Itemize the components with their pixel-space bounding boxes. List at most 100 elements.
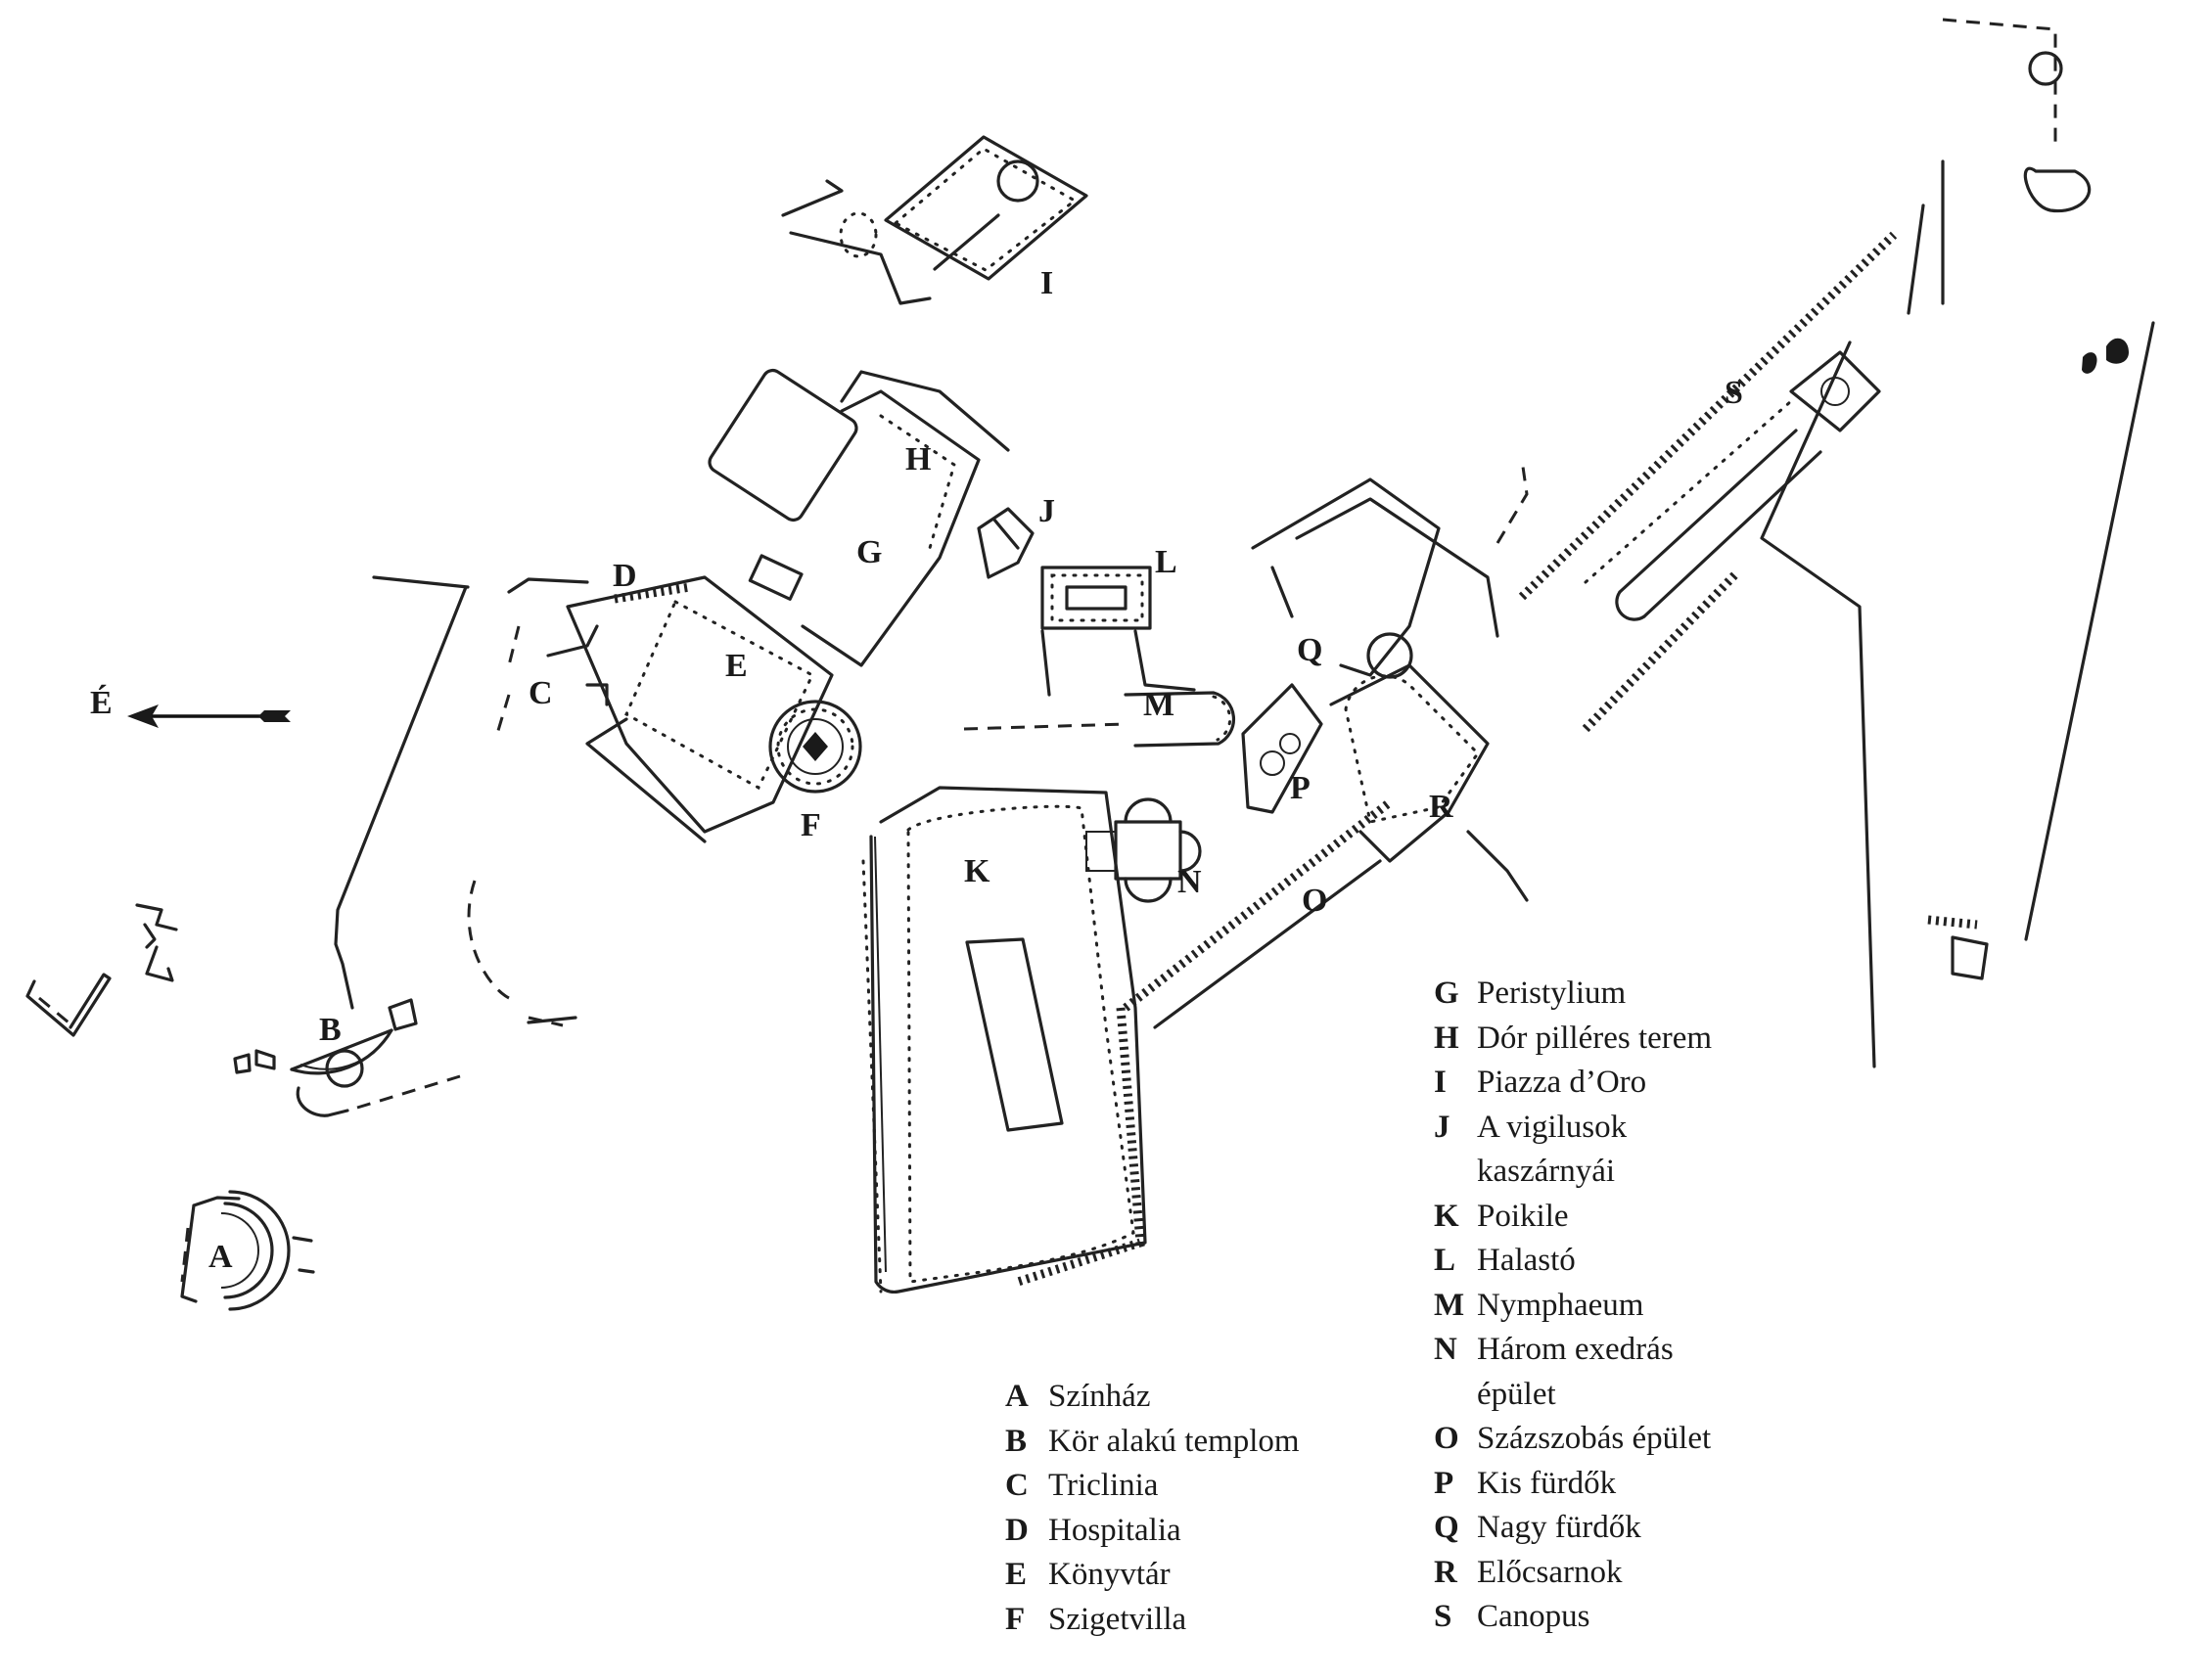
structure-d-e-complex <box>546 575 834 843</box>
legend-text: Hospitalia <box>1048 1512 1181 1548</box>
legend-text: Nagy fürdők <box>1477 1510 1641 1545</box>
structure-l-fishpond <box>1040 566 1196 697</box>
legend-text: Könyvtár <box>1048 1557 1171 1592</box>
map-label-k: K <box>964 853 990 889</box>
structure-r-vestibule <box>1329 663 1529 902</box>
map-label-e: E <box>725 648 748 684</box>
legend-key: D <box>1005 1512 1029 1548</box>
map-label-s: S <box>1725 375 1743 411</box>
map-label-a: A <box>208 1239 233 1275</box>
map-label-q: Q <box>1297 632 1323 668</box>
legend-text: Előcsarnok <box>1477 1554 1623 1590</box>
map-label-g: G <box>856 534 883 570</box>
map-label-j: J <box>1038 493 1055 529</box>
legend-item-h: H Dór pilléres terem <box>1434 1017 1712 1062</box>
structure-c-triclinia <box>334 575 589 1027</box>
legend-key: P <box>1434 1465 1454 1501</box>
legend-key: A <box>1005 1379 1029 1414</box>
legend-key: N <box>1434 1332 1457 1367</box>
legend-text: épület <box>1477 1376 1556 1412</box>
legend-key: H <box>1434 1020 1459 1056</box>
legend-text: Triclinia <box>1048 1468 1159 1503</box>
legend-key: G <box>1434 976 1459 1011</box>
structure-m-nymphaeum <box>963 691 1236 748</box>
legend-item-b: B Kör alakú templom <box>1005 1420 1300 1465</box>
legend-text: Kis fürdők <box>1477 1465 1617 1501</box>
structure-b-round-temple <box>233 998 461 1117</box>
legend-key: O <box>1434 1421 1459 1456</box>
map-label-m: M <box>1143 687 1175 723</box>
legend-key: J <box>1434 1109 1450 1145</box>
legend-key: M <box>1434 1287 1465 1323</box>
legend-item-g: G Peristylium <box>1434 972 1712 1017</box>
legend-key: L <box>1434 1243 1456 1278</box>
structure-o-hundred-chambers <box>1123 798 1393 1029</box>
legend-item-n-cont: épület <box>1434 1373 1712 1418</box>
map-label-h: H <box>905 441 932 477</box>
map-label-p: P <box>1290 770 1311 806</box>
legend-text: kaszárnyái <box>1477 1154 1616 1189</box>
legend-key: F <box>1005 1601 1026 1637</box>
structure-g-h-peristyle <box>708 368 1010 667</box>
structure-f-island-villa <box>768 700 862 794</box>
structure-j-barracks <box>977 507 1035 579</box>
legend-text: Halastó <box>1477 1243 1576 1278</box>
map-label-c: C <box>529 675 553 711</box>
north-arrow-icon <box>127 704 291 728</box>
legend-text: Színház <box>1048 1379 1151 1414</box>
east-boundary-walls <box>1496 18 2155 1068</box>
structure-s-canopus <box>1518 231 1898 733</box>
legend-text: Három exedrás <box>1477 1332 1674 1367</box>
legend-key: Q <box>1434 1510 1459 1545</box>
structure-p-small-baths <box>1241 683 1323 814</box>
legend-item-c: C Triclinia <box>1005 1464 1300 1509</box>
legend-key: E <box>1005 1557 1028 1592</box>
map-label-f: F <box>801 807 821 843</box>
legend-key: S <box>1434 1599 1452 1634</box>
legend-item-s: S Canopus <box>1434 1595 1712 1640</box>
legend-text: Peristylium <box>1477 976 1627 1011</box>
map-label-d: D <box>613 558 637 594</box>
structure-a-theatre <box>180 1190 315 1311</box>
legend-text: Szigetvilla <box>1048 1601 1187 1637</box>
legend-item-j: J A vigilusok <box>1434 1106 1712 1151</box>
north-arrow-label: É <box>90 685 113 721</box>
legend-key: R <box>1434 1554 1457 1590</box>
map-label-i: I <box>1040 265 1054 301</box>
legend-item-i: I Piazza d’Oro <box>1434 1061 1712 1106</box>
legend-text: Canopus <box>1477 1599 1590 1634</box>
legend-text: Piazza d’Oro <box>1477 1065 1647 1100</box>
legend-text: Poikile <box>1477 1198 1569 1234</box>
map-label-l: L <box>1155 544 1177 580</box>
structure-n-three-exedra <box>1085 797 1202 903</box>
legend-item-n: N Három exedrás <box>1434 1328 1712 1373</box>
map-label-b: B <box>319 1012 342 1048</box>
legend-item-r: R Előcsarnok <box>1434 1551 1712 1596</box>
structure-q-large-baths <box>1251 477 1499 679</box>
structure-k-poikile <box>861 786 1147 1294</box>
legend-item-p: P Kis fürdők <box>1434 1462 1712 1507</box>
legend-key: I <box>1434 1065 1447 1100</box>
legend-text: Nymphaeum <box>1477 1287 1644 1323</box>
legend-item-q: Q Nagy fürdők <box>1434 1506 1712 1551</box>
legend-item-e: E Könyvtár <box>1005 1553 1300 1598</box>
legend-item-o: O Százszobás épület <box>1434 1417 1712 1462</box>
legend-item-a: A Színház <box>1005 1375 1300 1420</box>
legend-key: B <box>1005 1423 1028 1459</box>
legend-key: C <box>1005 1468 1029 1503</box>
map-label-n: N <box>1177 864 1202 900</box>
legend-text: Kör alakú templom <box>1048 1423 1300 1459</box>
legend-text: A vigilusok <box>1477 1109 1628 1145</box>
legend-text: Dór pilléres terem <box>1477 1020 1713 1056</box>
legend-item-f: F Szigetvilla <box>1005 1598 1300 1643</box>
legend-item-d: D Hospitalia <box>1005 1509 1300 1554</box>
legend-item-l: L Halastó <box>1434 1239 1712 1284</box>
ruins-lower-left <box>25 903 178 1037</box>
structure-i-piazza-doro <box>781 135 1088 305</box>
legend-text: Százszobás épület <box>1477 1421 1712 1456</box>
legend-item-m: M Nymphaeum <box>1434 1284 1712 1329</box>
